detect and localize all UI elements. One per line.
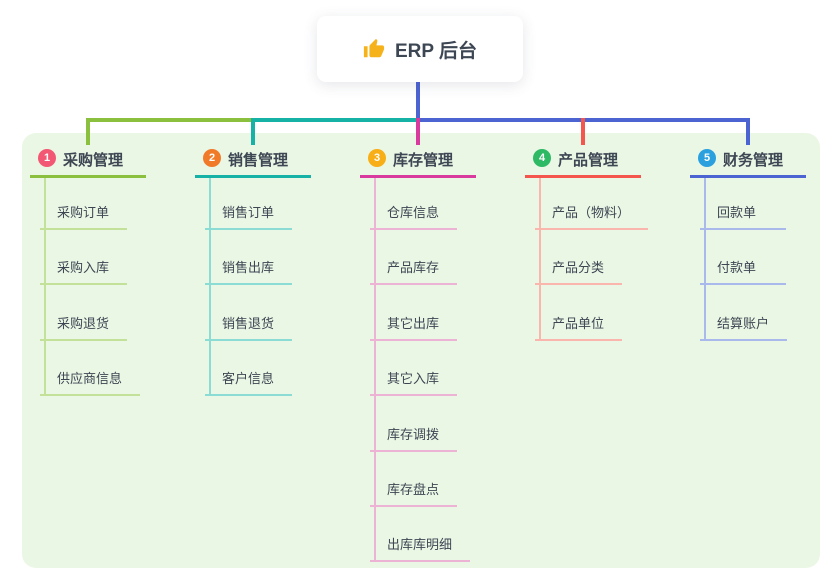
branch-title[interactable]: 销售管理 — [228, 152, 289, 169]
child-node[interactable]: 付款单 — [700, 253, 786, 285]
child-node[interactable]: 出库库明细 — [370, 530, 471, 562]
branch-sales-management: 2 销售管理 销售订单 销售出库 销售退货 客户信息 — [187, 118, 352, 568]
branch-drop-connector — [746, 118, 750, 145]
root-node-label: ERP 后台 — [394, 40, 477, 62]
child-node[interactable]: 库存调拨 — [370, 420, 458, 452]
child-node[interactable]: 产品分类 — [535, 253, 623, 285]
child-node[interactable]: 销售订单 — [205, 198, 293, 230]
child-node[interactable]: 采购入库 — [40, 253, 128, 285]
child-node[interactable]: 库存盘点 — [370, 475, 458, 507]
child-node[interactable]: 其它入库 — [370, 364, 458, 396]
branch-number-badge: 2 — [203, 149, 221, 167]
branch-drop-connector — [86, 118, 90, 145]
branch-child-connector — [704, 178, 706, 341]
branch-underline — [690, 175, 806, 178]
child-node[interactable]: 采购退货 — [40, 309, 128, 341]
branch-purchase-management: 1 采购管理 采购订单 采购入库 采购退货 供应商信息 — [22, 118, 187, 568]
branch-title[interactable]: 采购管理 — [63, 152, 124, 169]
thumbs-up-icon — [363, 38, 385, 60]
branch-underline — [360, 175, 476, 178]
child-node[interactable]: 客户信息 — [205, 364, 293, 396]
branch-underline — [30, 175, 146, 178]
branch-child-connector — [44, 178, 46, 396]
branch-underline — [195, 175, 311, 178]
branch-title[interactable]: 产品管理 — [558, 152, 619, 169]
branch-number-badge: 5 — [698, 149, 716, 167]
bus-connector-teal — [253, 118, 418, 122]
branch-drop-connector — [416, 118, 420, 145]
branch-inventory-management: 3 库存管理 仓库信息 产品库存 其它出库 其它入库 库存调拨 库存盘点 出库库… — [352, 118, 517, 568]
child-node[interactable]: 其它出库 — [370, 309, 458, 341]
child-node[interactable]: 销售出库 — [205, 253, 293, 285]
branch-finance-management: 5 财务管理 回款单 付款单 结算账户 — [682, 118, 839, 568]
branch-number-badge: 4 — [533, 149, 551, 167]
child-node[interactable]: 采购订单 — [40, 198, 128, 230]
child-node[interactable]: 回款单 — [700, 198, 786, 230]
branches-panel — [22, 133, 820, 568]
branch-product-management: 4 产品管理 产品（物料） 产品分类 产品单位 — [517, 118, 682, 568]
branch-underline — [525, 175, 641, 178]
root-node[interactable]: ERP 后台 — [317, 16, 523, 82]
branch-drop-connector — [581, 118, 585, 145]
branch-number-badge: 1 — [38, 149, 56, 167]
child-node[interactable]: 供应商信息 — [40, 364, 141, 396]
branch-child-connector — [539, 178, 541, 341]
branch-child-connector — [209, 178, 211, 396]
child-node[interactable]: 销售退货 — [205, 309, 293, 341]
child-node[interactable]: 结算账户 — [700, 309, 788, 341]
branch-title[interactable]: 库存管理 — [393, 152, 454, 169]
bus-connector-green — [86, 118, 253, 122]
child-node[interactable]: 仓库信息 — [370, 198, 458, 230]
branch-title[interactable]: 财务管理 — [723, 152, 784, 169]
child-node[interactable]: 产品单位 — [535, 309, 623, 341]
branch-child-connector — [374, 178, 376, 562]
child-node[interactable]: 产品（物料） — [535, 198, 649, 230]
branch-number-badge: 3 — [368, 149, 386, 167]
child-node[interactable]: 产品库存 — [370, 253, 458, 285]
branch-drop-connector — [251, 118, 255, 145]
root-stem-connector — [416, 80, 420, 120]
